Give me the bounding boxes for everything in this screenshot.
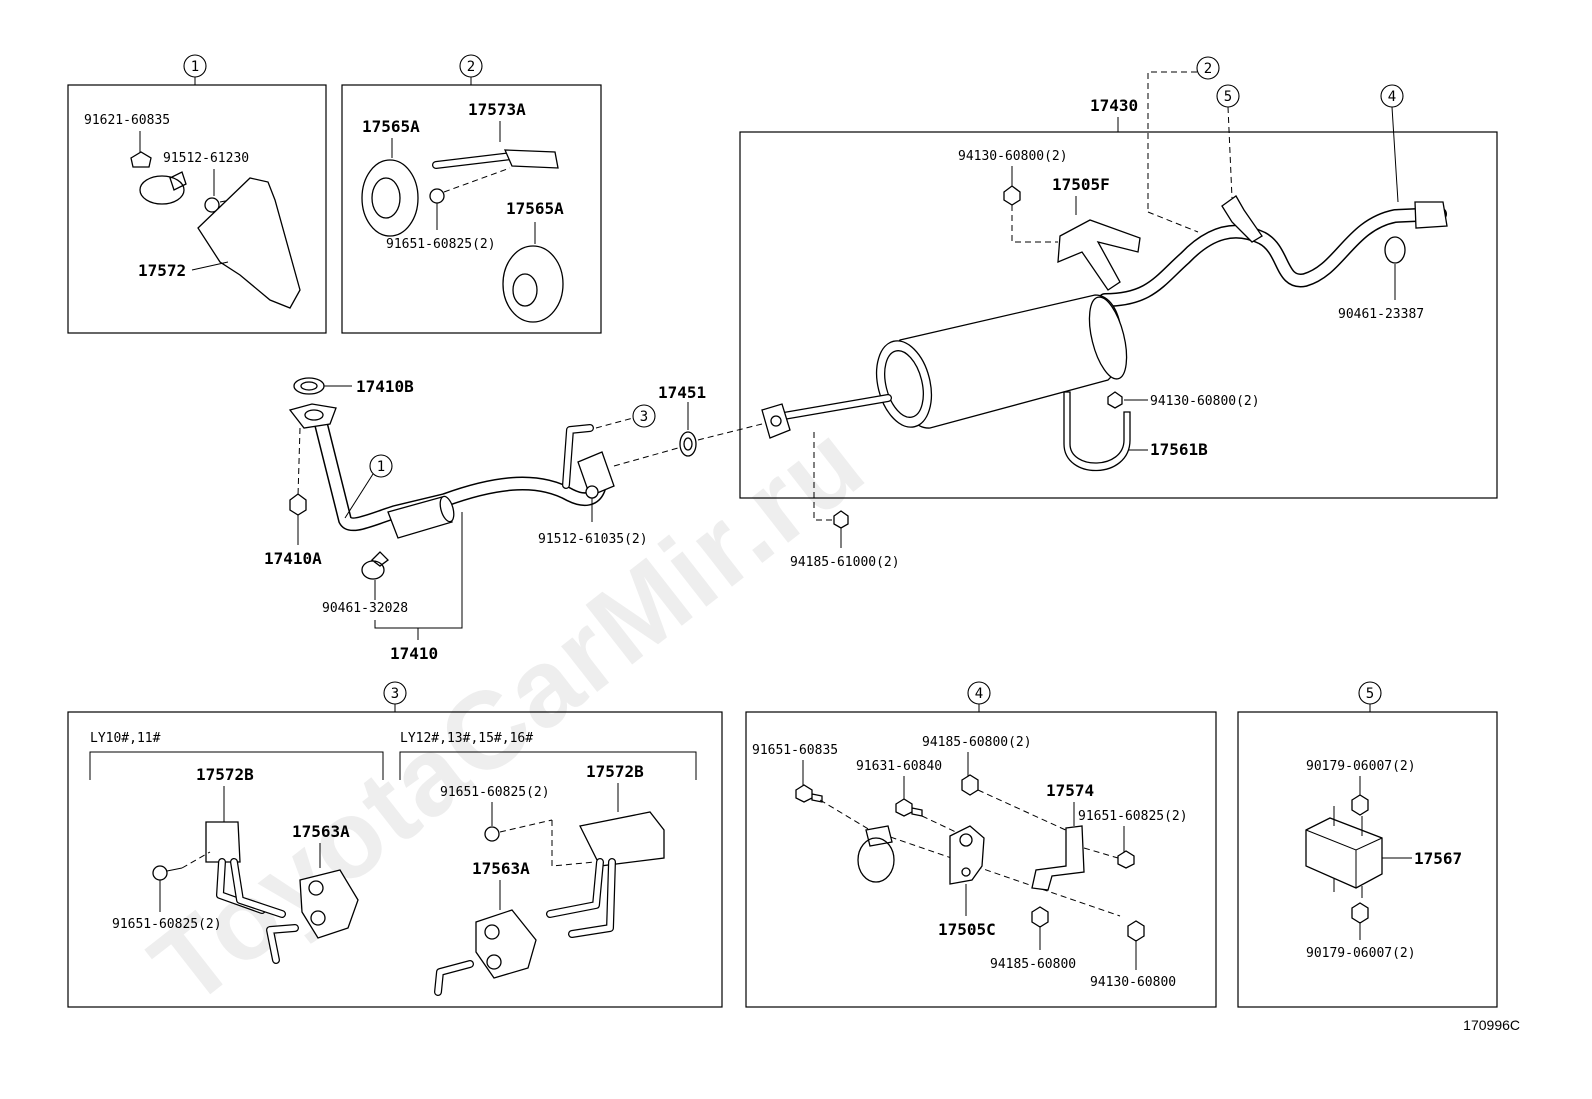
bolt-icon <box>484 826 500 842</box>
detail-5-callout: 5 <box>1366 686 1374 702</box>
part-label-17561B: 17561B <box>1150 440 1208 459</box>
part-label-17572B: 17572B <box>196 765 254 784</box>
clamp-icon <box>1384 236 1406 264</box>
nut-icon <box>1351 902 1369 924</box>
part-label-17505F: 17505F <box>1052 175 1110 194</box>
bolt-icon <box>895 798 923 817</box>
rubber-mount-icon <box>475 909 537 979</box>
hanger-bracket-icon <box>503 149 559 169</box>
muffler-assembly: 17430 2 5 4 94130-60800(2) 17505F 90461-… <box>739 56 1498 499</box>
bolt-icon <box>795 784 823 803</box>
group-label-ly12-16: LY12#,13#,15#,16# <box>400 731 533 746</box>
part-label-17451: 17451 <box>658 383 706 402</box>
detail-2-callout: 2 <box>467 59 475 75</box>
nut-icon <box>1003 185 1021 206</box>
bracket-icon <box>197 177 301 309</box>
part-label-17410A: 17410A <box>264 549 322 568</box>
callout-4: 4 <box>1388 89 1396 105</box>
part-label-94185-60800: 94185-60800(2) <box>922 735 1032 750</box>
bolt-icon <box>429 188 445 204</box>
detail-3-callout: 3 <box>391 686 399 702</box>
part-label-90461-23387: 90461-23387 <box>1338 307 1424 322</box>
bolt-icon <box>130 151 152 168</box>
part-label-90461-32028: 90461-32028 <box>322 601 408 616</box>
detail-4-panel: 4 91651-60835 94185-60800(2) 91631-60840… <box>745 681 1217 1008</box>
bolt-icon <box>152 865 168 881</box>
part-label-90179-06007: 90179-06007(2) <box>1306 946 1416 961</box>
part-label-90179-06007: 90179-06007(2) <box>1306 759 1416 774</box>
part-label-17505C: 17505C <box>938 920 996 939</box>
callout-5: 5 <box>1224 89 1232 105</box>
part-label-17572B: 17572B <box>586 762 644 781</box>
group-label-ly10-11: LY10#,11# <box>90 731 161 746</box>
bracket-icon <box>205 821 241 863</box>
u-bolt-icon <box>1063 391 1131 472</box>
bracket-icon <box>949 825 985 885</box>
part-label-91631-60840: 91631-60840 <box>856 759 942 774</box>
bolt-icon <box>1117 850 1135 869</box>
part-label-91651-60825: 91651-60825(2) <box>386 237 496 252</box>
bracket-icon <box>1031 825 1085 891</box>
part-label-17565A: 17565A <box>506 199 564 218</box>
part-label-91651-60825: 91651-60825(2) <box>440 785 550 800</box>
hanger-bracket-icon <box>1057 219 1141 291</box>
bolt-icon <box>585 485 599 499</box>
part-label-94185-60800: 94185-60800 <box>990 957 1076 972</box>
part-label-94130-60800: 94130-60800(2) <box>958 149 1068 164</box>
callout-3: 3 <box>640 409 648 425</box>
part-label-17567: 17567 <box>1414 849 1462 868</box>
rubber-mount-icon <box>1305 817 1383 889</box>
part-label-17565A: 17565A <box>362 117 420 136</box>
nut-icon <box>1107 391 1123 409</box>
diagram-code: 170996C <box>1463 1017 1520 1033</box>
flange-icon <box>577 451 615 497</box>
converter-icon <box>387 496 453 539</box>
part-label-91651-60825: 91651-60825(2) <box>1078 809 1188 824</box>
nut-icon <box>289 493 307 516</box>
nut-icon <box>1351 794 1369 816</box>
detail-4-callout: 4 <box>975 686 983 702</box>
part-label-94185-61000: 94185-61000(2) <box>790 555 900 570</box>
detail-2-panel: 2 17565A 17573A 17565A 91651-60825(2) <box>341 54 602 334</box>
part-label-17563A: 17563A <box>472 859 530 878</box>
part-label-17574: 17574 <box>1046 781 1094 800</box>
clamp-icon <box>139 171 187 205</box>
part-label-17410: 17410 <box>390 644 438 663</box>
detail-1-panel: 1 91621-60835 91512-61230 17572 <box>67 54 327 334</box>
front-pipe-assembly: 17410B 1 3 17410A 90461-32028 <box>264 377 900 663</box>
part-label-17430: 17430 <box>1090 96 1138 115</box>
hanger-plate-icon <box>1221 195 1263 243</box>
part-label-91651-60835: 91651-60835 <box>752 743 838 758</box>
clamp-icon <box>361 551 389 580</box>
detail-3-panel: 3 LY10#,11# LY12#,13#,15#,16# 17572B 916… <box>67 681 723 1008</box>
detail-5-panel: 5 90179-06007(2) 17567 90179-06007(2) <box>1237 681 1498 1008</box>
nut-icon <box>1031 906 1049 928</box>
part-label-94130-60800: 94130-60800 <box>1090 975 1176 990</box>
part-label-17410B: 17410B <box>356 377 414 396</box>
part-label-94130-60800: 94130-60800(2) <box>1150 394 1260 409</box>
detail-1-callout: 1 <box>191 59 199 75</box>
part-label-17572: 17572 <box>138 261 186 280</box>
nut-icon <box>833 510 849 529</box>
bolt-icon <box>204 197 220 213</box>
part-label-17573A: 17573A <box>468 100 526 119</box>
callout-1: 1 <box>377 459 385 475</box>
part-label-91512-61230: 91512-61230 <box>163 151 249 166</box>
clamp-icon <box>857 825 895 883</box>
part-label-91512-61035: 91512-61035(2) <box>538 532 648 547</box>
part-label-91651-60825: 91651-60825(2) <box>112 917 222 932</box>
part-label-91621-60835: 91621-60835 <box>84 113 170 128</box>
nut-icon <box>961 774 979 796</box>
nut-icon <box>1127 920 1145 942</box>
callout-2: 2 <box>1204 61 1212 77</box>
bracket-icon <box>579 811 665 867</box>
part-label-17563A: 17563A <box>292 822 350 841</box>
